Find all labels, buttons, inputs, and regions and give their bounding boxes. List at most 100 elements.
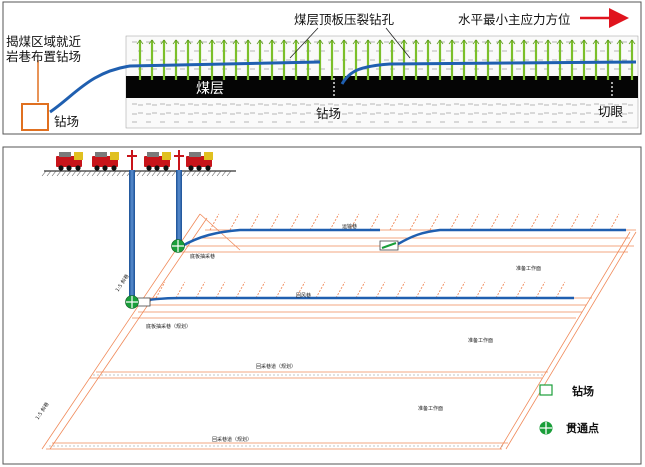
fracture-holes-label: 煤层顶板压裂钻孔	[294, 12, 395, 27]
horizontal-well-upper-right	[397, 228, 626, 246]
legend-drill-site-label: 钻场	[572, 384, 594, 398]
roadway-hole	[255, 281, 266, 299]
stress-direction-label: 水平最小主应力方位	[458, 12, 571, 27]
fracture-hole-tip	[220, 39, 228, 45]
hatch-stroke	[156, 170, 162, 177]
ground-hatch	[41, 170, 232, 177]
fracture-hole-tip	[568, 39, 576, 45]
fracture-hole-tip	[412, 39, 420, 45]
hatch-stroke	[116, 170, 122, 177]
hatch-stroke	[181, 170, 187, 177]
roadway-hole	[315, 281, 326, 299]
hatch-stroke	[111, 170, 117, 177]
hatch-stroke	[71, 170, 77, 177]
slope-left	[41, 213, 208, 450]
fracture-hole-trajectory-right	[340, 60, 637, 85]
horizontal-well-upper	[181, 228, 380, 248]
workface-1-label: 准备工作面	[516, 265, 541, 272]
coal-seam-label: 煤层	[196, 81, 224, 97]
hatch-stroke	[56, 170, 62, 177]
roadway-hole	[269, 213, 280, 231]
coal-seam	[126, 76, 638, 98]
roadway-hole	[469, 213, 480, 231]
vertical-well-1	[129, 170, 135, 298]
bottom-drain-road-label: 底板抽采巷	[190, 253, 215, 260]
truck	[186, 152, 213, 171]
roadway-hole	[535, 281, 546, 299]
fracture-hole-tip	[244, 39, 252, 45]
roadway-hole	[449, 213, 460, 231]
drill-site-mid-label: 钻场	[316, 106, 341, 121]
wellhead-derrick	[174, 150, 184, 170]
through-point-2	[125, 295, 139, 309]
mining-road-planned-1-label: 回采巷道（规划）	[256, 363, 296, 370]
roadway-hole	[529, 213, 540, 231]
bottom-panel-frame	[2, 146, 642, 465]
hatch-stroke	[121, 170, 127, 177]
roadway-network	[41, 213, 637, 450]
fracturing-trucks	[56, 150, 213, 171]
fracture-hole-tip	[292, 39, 300, 45]
hatch-stroke	[66, 170, 72, 177]
fracture-hole-tip	[208, 39, 216, 45]
roadway-hole	[489, 213, 500, 231]
transport-road-label: 运输巷	[342, 223, 357, 230]
bottom-drain-road-planned-label: 底板抽采巷（规划）	[146, 323, 191, 330]
roadway-hole	[495, 281, 506, 299]
fracture-hole-tip	[268, 39, 276, 45]
fracture-holes-leader-2	[385, 27, 411, 59]
hatch-stroke	[136, 170, 142, 177]
hatch-stroke	[61, 170, 67, 177]
hatch-stroke	[161, 170, 167, 177]
hatch-stroke	[226, 170, 232, 177]
hatch-stroke	[221, 170, 227, 177]
hatch-stroke	[76, 170, 82, 177]
roadway-hole	[355, 281, 366, 299]
roadway-hole	[335, 281, 346, 299]
roadway-hole	[475, 281, 486, 299]
roadway-hole	[289, 213, 300, 231]
plan-drill-site-1-fill	[381, 242, 397, 249]
hatch-stroke	[201, 170, 207, 177]
truck	[56, 152, 83, 171]
mining-road-planned-2-label: 回采巷道（规划）	[212, 436, 252, 443]
roadway-hole	[369, 213, 380, 231]
fracture-hole-tip	[184, 39, 192, 45]
fracture-hole-tip	[388, 39, 396, 45]
truck	[144, 152, 171, 171]
hatch-stroke	[141, 170, 147, 177]
bottom-drain-road-planned	[132, 311, 582, 319]
roadway-hole	[295, 281, 306, 299]
roadway-hole	[175, 281, 186, 299]
hatch-stroke	[151, 170, 157, 177]
hatch-stroke	[41, 170, 47, 177]
cut-hole-label: 切眼	[598, 104, 624, 119]
fracture-hole-trajectory-left	[49, 60, 321, 114]
roadway-hole	[215, 281, 226, 299]
fracture-hole-tip	[460, 39, 468, 45]
hatch-stroke	[106, 170, 112, 177]
roadway-fracture-holes	[155, 213, 620, 299]
legend: 钻场 贯通点	[539, 384, 599, 435]
roadway-hole	[589, 213, 600, 231]
roadway-hole	[209, 213, 220, 231]
roadway-hole	[515, 281, 526, 299]
fracture-hole-tip	[532, 39, 540, 45]
roadway-hole	[569, 213, 580, 231]
fracture-hole-tip	[328, 39, 336, 45]
left-drill-area-label-1: 揭煤区域就近	[6, 34, 82, 49]
hatch-stroke	[166, 170, 172, 177]
roadway-hole	[555, 281, 566, 299]
return-road-label: 回风巷	[296, 293, 311, 299]
hatch-stroke	[51, 170, 57, 177]
fracture-holes-leader-1	[289, 27, 319, 59]
fracture-hole-tip	[280, 39, 288, 45]
fracture-hole-tip	[160, 39, 168, 45]
fracture-hole-tip	[544, 39, 552, 45]
roadway-hole	[229, 213, 240, 231]
roadway-hole	[155, 281, 166, 299]
roadway-hole	[415, 281, 426, 299]
roadway-hole	[349, 213, 360, 231]
fracture-hole-tip	[400, 39, 408, 45]
wellhead-derrick	[127, 150, 137, 170]
